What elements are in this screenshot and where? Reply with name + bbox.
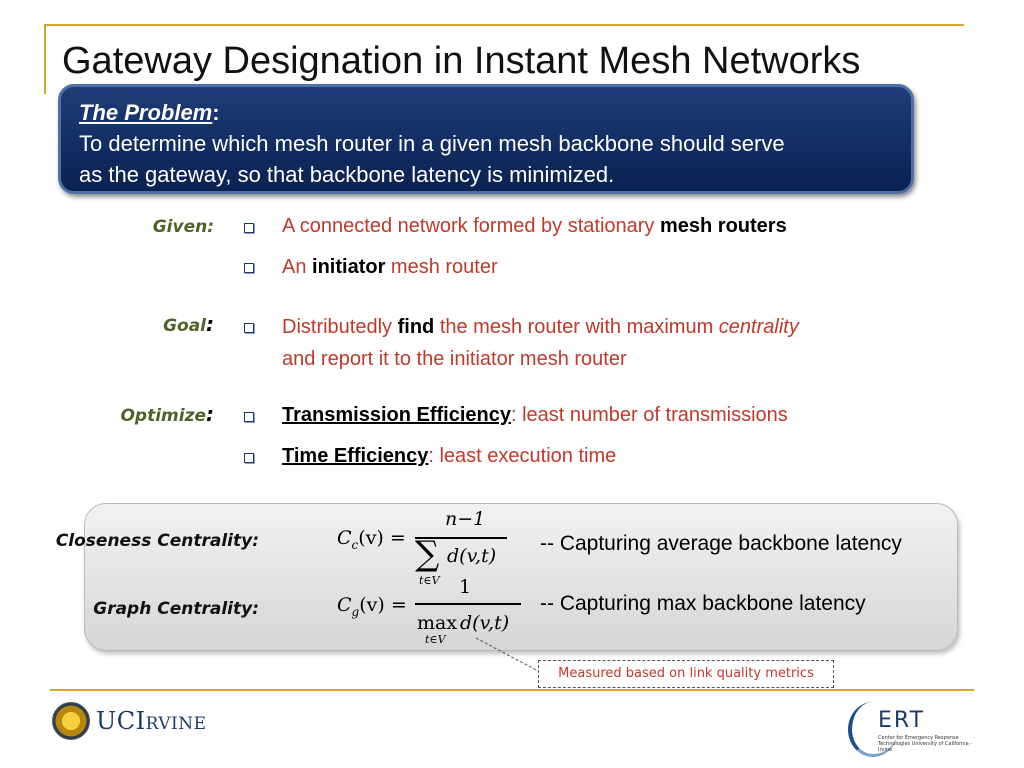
graph-lhs: Cg(v) = xyxy=(337,594,407,619)
bullet-square-icon xyxy=(244,323,254,333)
problem-heading-colon: : xyxy=(212,100,220,125)
goal-label: Goal: xyxy=(163,312,214,336)
optimize-item-2-desc: : least execution time xyxy=(428,445,617,467)
graph-lhs-subscript: g xyxy=(351,604,360,619)
given-item-2-text-c: mesh router xyxy=(385,256,498,278)
slide-title: Gateway Designation in Instant Mesh Netw… xyxy=(62,40,861,82)
closeness-centrality-label: Closeness Centrality: xyxy=(55,531,259,551)
closeness-lhs-symbol: C xyxy=(337,527,352,549)
problem-line-2: as the gateway, so that backbone latency… xyxy=(79,162,615,187)
graph-fraction-bar xyxy=(415,603,521,605)
ert-logo: ERT Center for Emergency Response Techno… xyxy=(848,700,978,760)
closeness-lhs: Cc(v) = xyxy=(337,527,406,552)
closeness-denominator: d(v,t) xyxy=(447,545,497,567)
bottom-accent-rule xyxy=(50,689,974,691)
problem-heading-line: The Problem: xyxy=(79,97,893,128)
bullet-square-icon xyxy=(244,223,254,233)
bullet-square-icon xyxy=(244,453,254,463)
closeness-numerator: n−1 xyxy=(445,508,486,530)
graph-centrality-label: Graph Centrality: xyxy=(93,599,259,619)
graph-lhs-symbol: C xyxy=(337,594,352,616)
optimize-item-1-term: Transmission Efficiency xyxy=(282,404,511,426)
problem-heading: The Problem xyxy=(79,100,213,125)
optimize-item-2: Time Efficiency: least execution time xyxy=(282,440,972,472)
graph-description: -- Capturing max backbone latency xyxy=(540,592,866,615)
top-accent-rule xyxy=(44,24,964,26)
link-quality-callout: Measured based on link quality metrics xyxy=(538,660,834,688)
given-item-1-text: A connected network formed by stationary xyxy=(282,215,660,237)
given-item-1-bold: mesh routers xyxy=(659,215,787,237)
given-item-2-bold: initiator xyxy=(312,256,386,278)
ert-wordmark: ERT xyxy=(878,708,926,733)
callout-connector-line xyxy=(475,637,541,673)
given-item-2-text-a: An xyxy=(282,256,313,278)
formula-box: Closeness Centrality: Cc(v) = n−1 ∑ d(v,… xyxy=(56,503,958,651)
goal-item-1-line-1: Distributedly find the mesh router with … xyxy=(282,311,972,343)
uci-logo: UCIRVINE xyxy=(52,698,207,744)
graph-max-range: t∈V xyxy=(425,633,446,646)
graph-max-operator: max xyxy=(417,612,458,634)
graph-lhs-arg: (v) = xyxy=(359,594,407,616)
problem-statement-box: The Problem: To determine which mesh rou… xyxy=(58,84,914,194)
bullet-square-icon xyxy=(244,263,254,273)
optimize-label-text: Optimize xyxy=(120,406,206,426)
ert-subtitle: Center for Emergency Response Technologi… xyxy=(878,735,973,753)
closeness-sum-symbol: ∑ xyxy=(415,534,440,574)
optimize-label-colon: : xyxy=(206,402,214,426)
closeness-lhs-subscript: c xyxy=(351,537,359,552)
goal-label-colon: : xyxy=(206,312,214,336)
goal-item-1-text-c: the mesh router with maximum xyxy=(434,316,719,338)
goal-item-1-line-2: and report it to the initiator mesh rout… xyxy=(282,348,627,370)
goal-label-text: Goal xyxy=(163,316,206,336)
graph-denominator: d(v,t) xyxy=(460,612,510,634)
given-label: Given: xyxy=(152,217,214,237)
problem-line-1: To determine which mesh router in a give… xyxy=(79,131,785,156)
goal-item-1-bold: find xyxy=(397,316,435,338)
optimize-item-2-term: Time Efficiency xyxy=(282,445,429,467)
closeness-lhs-arg: (v) = xyxy=(358,527,406,549)
bullet-square-icon xyxy=(244,412,254,422)
goal-item-1-text-a: Distributedly xyxy=(282,316,398,338)
uci-wordmark: UCIRVINE xyxy=(96,707,207,735)
uci-wordmark-small: RVINE xyxy=(145,714,207,734)
uci-wordmark-main: UCI xyxy=(96,707,146,735)
optimize-item-1: Transmission Efficiency: least number of… xyxy=(282,399,972,431)
closeness-description: -- Capturing average backbone latency xyxy=(540,532,902,555)
closeness-fraction-bar xyxy=(415,537,507,539)
goal-item-1: Distributedly find the mesh router with … xyxy=(282,311,972,375)
left-accent-rule xyxy=(44,24,46,94)
given-item-2: An initiator mesh router xyxy=(282,251,972,283)
optimize-item-1-desc: : least number of transmissions xyxy=(510,404,788,426)
optimize-label: Optimize: xyxy=(120,402,214,426)
goal-item-1-italic: centrality xyxy=(718,316,799,338)
ert-swoosh-icon xyxy=(848,702,898,757)
graph-numerator: 1 xyxy=(459,576,472,598)
given-item-1: A connected network formed by stationary… xyxy=(282,210,972,242)
uci-seal-icon xyxy=(52,702,90,740)
closeness-sum-range: t∈V xyxy=(419,574,440,587)
